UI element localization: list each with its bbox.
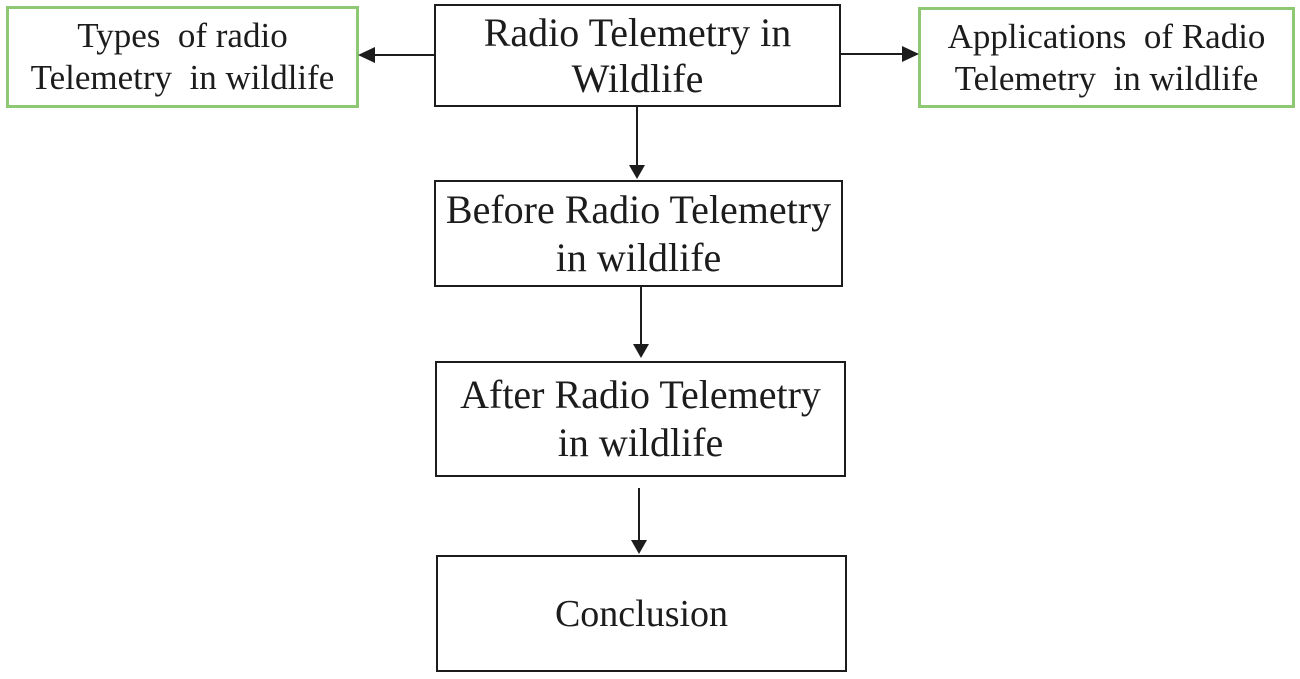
- arrow-after-to-conclusion-shaft: [638, 488, 640, 541]
- arrow-root-to-applications-shaft: [841, 53, 902, 55]
- arrow-root-to-types-shaft: [375, 54, 436, 56]
- arrow-right-head-icon: [902, 46, 919, 62]
- node-after-radio-telemetry: After Radio Telemetry in wildlife: [435, 361, 846, 477]
- arrow-before-to-after-shaft: [640, 287, 642, 345]
- node-types-label: Types of radio Telemetry in wildlife: [30, 16, 335, 97]
- node-conclusion: Conclusion: [436, 555, 847, 672]
- node-applications-of-radio-telemetry: Applications of Radio Telemetry in wildl…: [918, 7, 1295, 108]
- node-root-label: Radio Telemetry in Wildlife: [483, 9, 792, 101]
- arrow-down-head-icon: [633, 344, 649, 358]
- node-types-of-radio-telemetry: Types of radio Telemetry in wildlife: [6, 6, 359, 108]
- arrow-down-head-icon: [631, 540, 647, 554]
- node-conclusion-label: Conclusion: [554, 592, 729, 635]
- node-before-label: Before Radio Telemetry in wildlife: [445, 186, 832, 280]
- node-after-label: After Radio Telemetry in wildlife: [460, 372, 821, 465]
- node-before-radio-telemetry: Before Radio Telemetry in wildlife: [434, 180, 843, 287]
- arrow-left-head-icon: [358, 47, 375, 63]
- node-radio-telemetry-in-wildlife: Radio Telemetry in Wildlife: [434, 4, 841, 107]
- node-applications-label: Applications of Radio Telemetry in wildl…: [947, 16, 1266, 98]
- arrow-down-head-icon: [629, 165, 645, 179]
- arrow-root-to-before-shaft: [636, 107, 638, 166]
